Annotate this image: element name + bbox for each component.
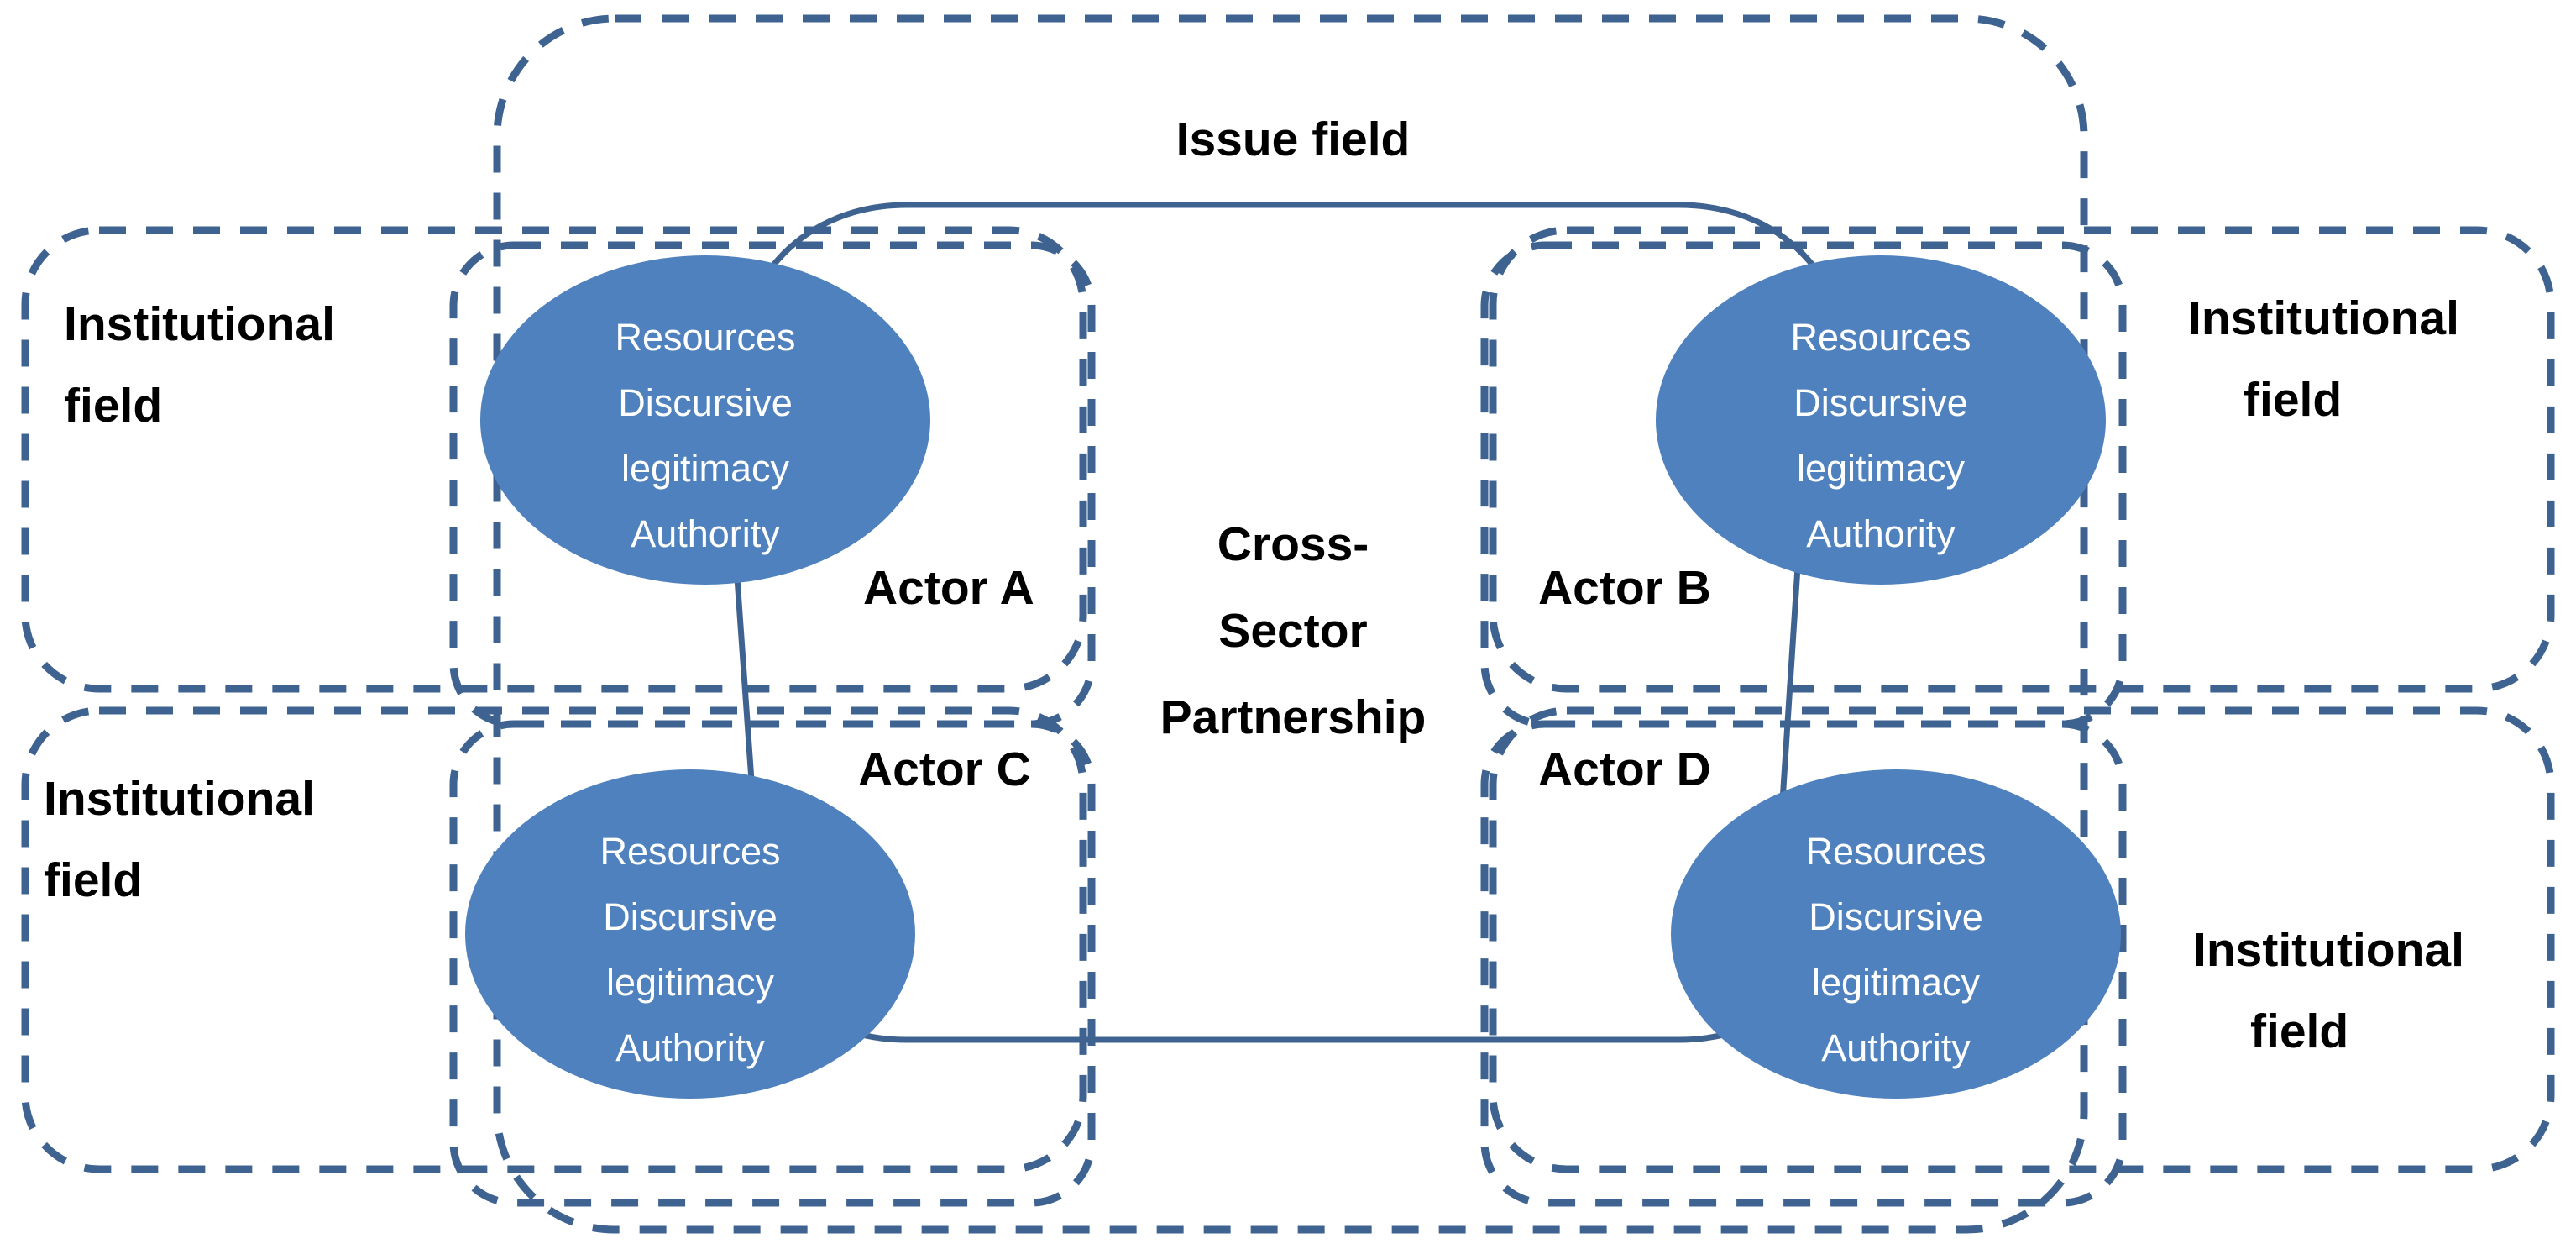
actor-c-ellipse[interactable] [465,769,915,1099]
actor-c-capability-2: legitimacy [606,961,775,1004]
institutional-field-bottom-left-label: Institutional field [44,772,315,907]
actor-b-capability-2: legitimacy [1797,447,1966,490]
actor-c-node[interactable]: Resources Discursive legitimacy Authorit… [465,769,915,1099]
csp-label-line-1: Sector [1218,604,1367,658]
inst-field-br-line-1: Institutional [2193,923,2464,977]
actor-b-label: Actor B [1538,561,1711,615]
actor-b-capability-1: Discursive [1793,381,1968,424]
actor-d-capability-2: legitimacy [1812,961,1981,1004]
actor-a-capability-0: Resources [615,316,795,359]
actor-b-ellipse[interactable] [1656,255,2106,585]
actor-c-capability-0: Resources [599,830,780,873]
institutional-field-bottom-right-boundary [1489,706,2555,1173]
issue-field-boundary [493,14,2088,1234]
actor-b-node[interactable]: Resources Discursive legitimacy Authorit… [1656,255,2106,585]
actor-b-capability-0: Resources [1790,316,1971,359]
cross-sector-partnership-label: Cross- Sector Partnership [1160,517,1427,744]
actor-a-capability-2: legitimacy [621,447,790,490]
actor-c-capability-1: Discursive [603,895,778,938]
institutional-field-top-right-label: Institutional field [2188,291,2459,427]
inst-field-bl-line-2: field [44,853,142,907]
actor-d-ellipse[interactable] [1671,769,2121,1099]
actor-c-label: Actor C [858,743,1031,796]
actor-a-capability-3: Authority [631,512,780,555]
inst-field-tr-line-2: field [2244,373,2342,427]
institutional-field-bottom-left-boundary [21,706,1087,1173]
actor-a-node[interactable]: Resources Discursive legitimacy Authorit… [480,255,930,585]
institutional-field-bottom-right-label: Institutional field [2193,923,2464,1058]
inst-field-tl-line-2: field [64,379,162,433]
institutional-field-top-left-label: Institutional field [64,297,335,433]
institutional-field-top-left-boundary [21,226,1087,693]
actor-d-node[interactable]: Resources Discursive legitimacy Authorit… [1671,769,2121,1099]
inst-field-tl-line-1: Institutional [64,297,335,351]
actor-b-capability-3: Authority [1806,512,1956,555]
actor-a-ellipse[interactable] [480,255,930,585]
inst-field-br-line-2: field [2250,1005,2348,1058]
actor-d-boundary [1480,720,2127,1207]
inst-field-bl-line-1: Institutional [44,772,315,826]
inst-field-tr-line-1: Institutional [2188,291,2459,345]
actor-a-label: Actor A [863,561,1034,615]
actor-d-capability-0: Resources [1805,830,1986,873]
csp-label-line-0: Cross- [1217,517,1369,571]
actor-d-label: Actor D [1538,743,1711,796]
institutional-field-top-right-boundary [1489,226,2555,693]
actor-c-boundary [449,720,1096,1207]
actor-a-capability-1: Discursive [618,381,793,424]
actor-c-capability-3: Authority [615,1026,765,1069]
actor-d-capability-3: Authority [1821,1026,1971,1069]
issue-field-label: Issue field [1176,113,1411,166]
actor-d-capability-1: Discursive [1809,895,1983,938]
csp-label-line-2: Partnership [1160,690,1427,744]
